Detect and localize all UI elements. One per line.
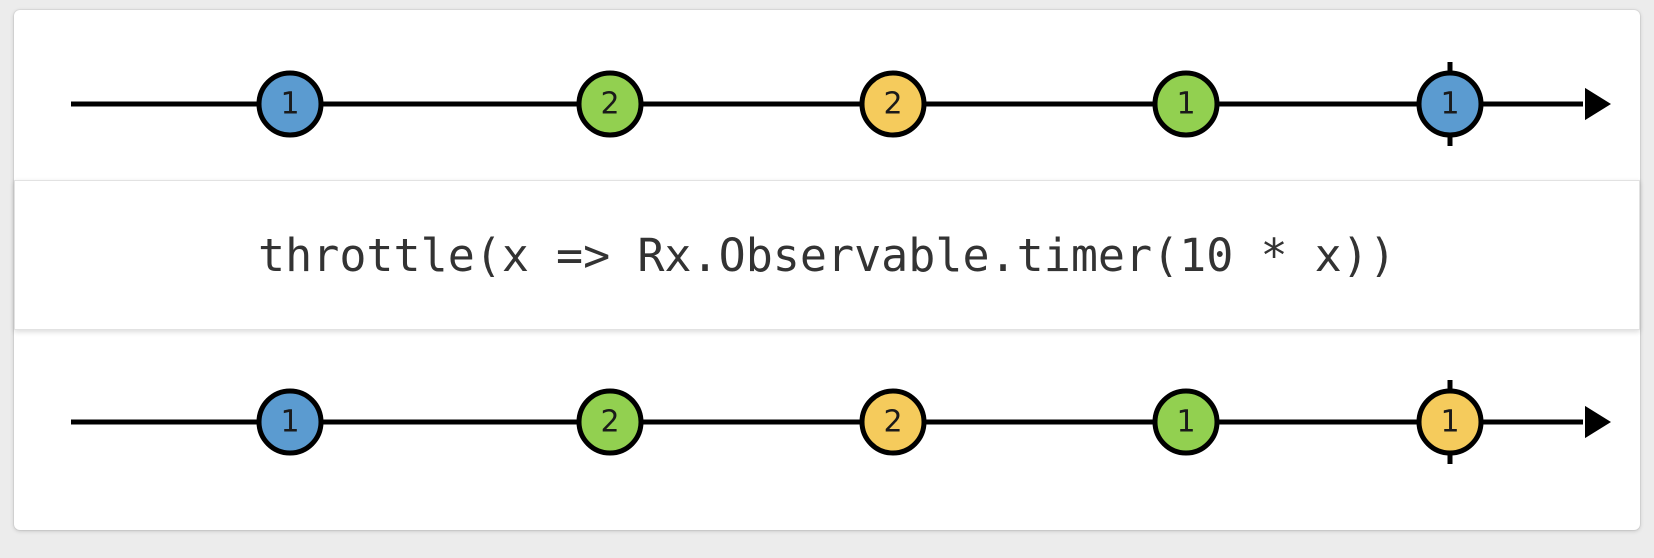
marble-diagram-card: 1 2 2 1 1 throttle(x => Rx.Observable.timer(… bbox=[14, 10, 1640, 530]
input-timeline: 1 2 2 1 1 bbox=[14, 10, 1640, 180]
timeline-arrowhead bbox=[1585, 87, 1611, 121]
marble-circle[interactable] bbox=[256, 388, 324, 456]
marble-circle[interactable] bbox=[1416, 388, 1484, 456]
output-timeline: 1 2 2 1 1 bbox=[14, 350, 1640, 520]
marble-circle[interactable] bbox=[576, 70, 644, 138]
marble-value: 1 bbox=[280, 405, 299, 440]
marble-circle[interactable] bbox=[1152, 388, 1220, 456]
marble[interactable]: 2 bbox=[576, 388, 644, 456]
marble-value: 2 bbox=[600, 405, 619, 440]
operator-code-panel[interactable]: throttle(x => Rx.Observable.timer(10 * x… bbox=[14, 180, 1640, 330]
marble[interactable]: 2 bbox=[576, 70, 644, 138]
marble-circle[interactable] bbox=[1416, 70, 1484, 138]
marble[interactable]: 2 bbox=[859, 70, 927, 138]
marble-value: 2 bbox=[883, 405, 902, 440]
marble[interactable]: 1 bbox=[256, 70, 324, 138]
marble[interactable]: 2 bbox=[859, 388, 927, 456]
marble-circle[interactable] bbox=[1152, 70, 1220, 138]
marble-value: 1 bbox=[280, 87, 299, 122]
marble-circle[interactable] bbox=[859, 388, 927, 456]
marble-value: 2 bbox=[883, 87, 902, 122]
marble[interactable]: 1 bbox=[1416, 388, 1484, 456]
marble-value: 1 bbox=[1440, 405, 1459, 440]
marble-circle[interactable] bbox=[859, 70, 927, 138]
output-timeline-svg: 1 2 2 1 1 bbox=[71, 380, 1611, 464]
marble[interactable]: 1 bbox=[256, 388, 324, 456]
marble-circle[interactable] bbox=[576, 388, 644, 456]
marble[interactable]: 1 bbox=[1416, 70, 1484, 138]
marble[interactable]: 1 bbox=[1152, 388, 1220, 456]
timeline-arrowhead bbox=[1585, 405, 1611, 439]
marble[interactable]: 1 bbox=[1152, 70, 1220, 138]
marble-circle[interactable] bbox=[256, 70, 324, 138]
marble-value: 1 bbox=[1176, 87, 1195, 122]
marble-value: 2 bbox=[600, 87, 619, 122]
operator-code-text: throttle(x => Rx.Observable.timer(10 * x… bbox=[258, 228, 1396, 282]
marble-value: 1 bbox=[1176, 405, 1195, 440]
input-timeline-svg: 1 2 2 1 1 bbox=[71, 62, 1611, 146]
marble-value: 1 bbox=[1440, 87, 1459, 122]
